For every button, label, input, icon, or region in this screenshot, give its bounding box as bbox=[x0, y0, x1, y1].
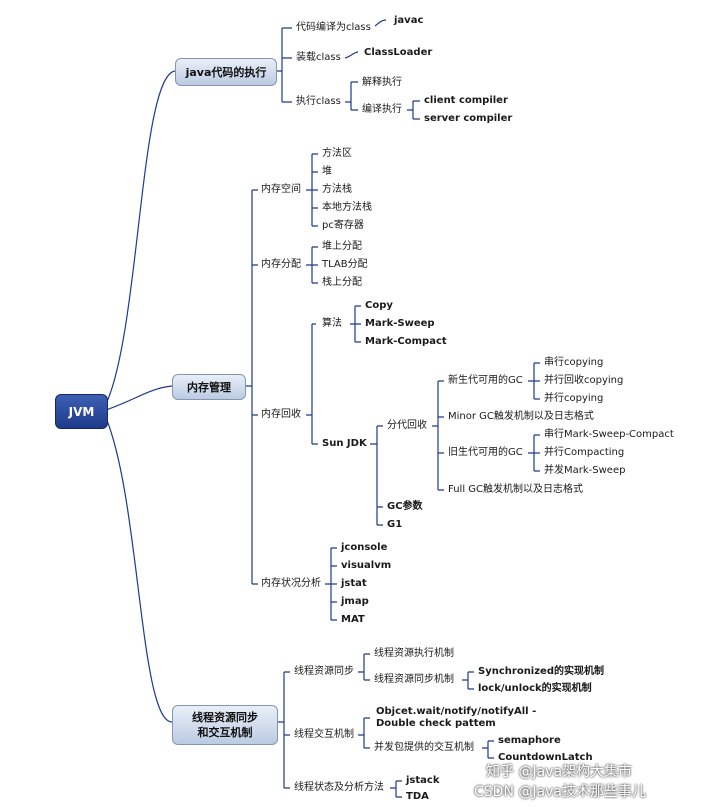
node-javac[interactable]: javac bbox=[394, 15, 424, 26]
edge-root-memory bbox=[105, 385, 173, 411]
node-pc-register[interactable]: pc寄存器 bbox=[322, 220, 364, 231]
node-semaphore[interactable]: semaphore bbox=[498, 735, 561, 746]
node-parallel-scavenge-copying[interactable]: 并行回收copying bbox=[544, 375, 624, 386]
edge-young-bracket bbox=[528, 362, 540, 400]
node-old-gc[interactable]: 旧生代可用的GC bbox=[448, 447, 523, 458]
edge-root-java bbox=[105, 70, 176, 405]
node-serial-copying[interactable]: 串行copying bbox=[544, 357, 604, 368]
node-g1[interactable]: G1 bbox=[387, 519, 403, 530]
node-minor-gc[interactable]: Minor GC触发机制以及日志格式 bbox=[448, 411, 594, 422]
edge-sync-bracket bbox=[358, 653, 370, 681]
edge-old-bracket bbox=[528, 434, 540, 472]
root-node[interactable]: JVM bbox=[55, 394, 108, 429]
node-wait-notify-line1[interactable]: Objcet.wait/notify/notifyAll - bbox=[376, 706, 537, 717]
node-mark-sweep[interactable]: Mark-Sweep bbox=[365, 318, 435, 329]
node-copy[interactable]: Copy bbox=[365, 300, 393, 311]
node-countdownlatch[interactable]: CountdownLatch bbox=[498, 752, 593, 763]
node-threads[interactable]: 线程资源同步 和交互机制 bbox=[172, 705, 278, 745]
edge-java-bracket bbox=[276, 27, 292, 103]
node-jmap[interactable]: jmap bbox=[341, 596, 369, 607]
node-parallel-copying[interactable]: 并行copying bbox=[544, 393, 604, 404]
node-gc-algo[interactable]: 算法 bbox=[322, 318, 342, 329]
node-parallel-compacting[interactable]: 并行Compacting bbox=[544, 447, 625, 458]
node-tlab-alloc[interactable]: TLAB分配 bbox=[322, 259, 368, 270]
node-native-stack[interactable]: 本地方法栈 bbox=[322, 202, 372, 213]
node-java-exec[interactable]: java代码的执行 bbox=[175, 58, 277, 86]
node-classloader[interactable]: ClassLoader bbox=[364, 47, 433, 58]
edge-gc-bracket bbox=[306, 323, 318, 445]
node-client-compiler[interactable]: client compiler bbox=[424, 95, 508, 106]
node-mat[interactable]: MAT bbox=[341, 614, 365, 625]
node-interpret[interactable]: 解释执行 bbox=[362, 77, 402, 88]
node-visualvm[interactable]: visualvm bbox=[341, 560, 392, 571]
node-jstack[interactable]: jstack bbox=[406, 775, 440, 786]
edge-mech-bracket bbox=[462, 671, 474, 690]
node-thread-interact[interactable]: 线程交互机制 bbox=[294, 729, 354, 740]
edge-space-bracket bbox=[306, 153, 318, 227]
node-concurrent-pkg[interactable]: 并发包提供的交互机制 bbox=[374, 742, 474, 753]
watermark-zhihu: 知乎 @Java架构大集市 bbox=[486, 764, 633, 780]
node-threads-line2: 和交互机制 bbox=[197, 726, 253, 739]
node-thread-exec[interactable]: 线程资源执行机制 bbox=[374, 648, 454, 659]
edge-alloc-bracket bbox=[306, 246, 318, 284]
node-jconsole[interactable]: jconsole bbox=[341, 542, 388, 553]
edge-threads-bracket bbox=[276, 671, 290, 789]
node-mark-compact[interactable]: Mark-Compact bbox=[365, 336, 447, 347]
node-young-gc[interactable]: 新生代可用的GC bbox=[448, 375, 523, 386]
node-synchronized[interactable]: Synchronized的实现机制 bbox=[478, 666, 604, 677]
edge-compile-exec-bracket bbox=[407, 100, 420, 120]
node-server-compiler[interactable]: server compiler bbox=[424, 113, 513, 124]
node-wait-notify-line2[interactable]: Double check pattem bbox=[376, 718, 496, 729]
node-gen-gc[interactable]: 分代回收 bbox=[387, 420, 427, 431]
node-stack-alloc[interactable]: 栈上分配 bbox=[322, 277, 362, 288]
edge-sunjdk-bracket bbox=[370, 425, 383, 526]
node-thread-status[interactable]: 线程状态及分析方法 bbox=[294, 782, 384, 793]
edge-compile-javac bbox=[374, 19, 387, 27]
edge-gen-bracket bbox=[432, 380, 444, 491]
node-threads-line1: 线程资源同步 bbox=[192, 711, 258, 724]
node-thread-sync[interactable]: 线程资源同步 bbox=[294, 666, 354, 677]
node-method-area[interactable]: 方法区 bbox=[322, 148, 352, 159]
node-jstat[interactable]: jstat bbox=[341, 578, 367, 589]
node-lock-unlock[interactable]: lock/unlock的实现机制 bbox=[478, 683, 592, 694]
node-method-stack[interactable]: 方法栈 bbox=[322, 184, 352, 195]
edge-inter-bracket bbox=[358, 717, 370, 749]
node-exec-class[interactable]: 执行class bbox=[296, 96, 341, 107]
node-memory-space[interactable]: 内存空间 bbox=[261, 184, 301, 195]
node-memory-gc[interactable]: 内存回收 bbox=[261, 409, 301, 420]
node-serial-msc[interactable]: 串行Mark-Sweep-Compact bbox=[544, 429, 674, 440]
watermark-csdn: CSDN @Java技术那些事儿 bbox=[474, 784, 646, 800]
node-heap[interactable]: 堆 bbox=[322, 166, 332, 177]
node-compile-class[interactable]: 代码编译为class bbox=[296, 22, 371, 33]
edge-memory-bracket bbox=[244, 189, 258, 585]
edge-concurrent-bracket bbox=[482, 740, 494, 759]
node-gc-params[interactable]: GC参数 bbox=[387, 501, 423, 512]
node-thread-sync-mech[interactable]: 线程资源同步机制 bbox=[374, 674, 454, 685]
edge-algo-bracket bbox=[350, 305, 361, 343]
node-memory[interactable]: 内存管理 bbox=[172, 374, 246, 400]
node-memory-alloc[interactable]: 内存分配 bbox=[261, 259, 301, 270]
node-full-gc[interactable]: Full GC触发机制以及日志格式 bbox=[448, 484, 584, 495]
node-tda[interactable]: TDA bbox=[406, 791, 429, 802]
edge-root-threads bbox=[105, 417, 173, 723]
edge-status-bracket bbox=[390, 780, 402, 798]
node-heap-alloc[interactable]: 堆上分配 bbox=[322, 241, 362, 252]
edge-tools-bracket bbox=[325, 547, 337, 621]
node-sun-jdk[interactable]: Sun JDK bbox=[322, 438, 367, 449]
node-load-class[interactable]: 装载class bbox=[296, 52, 341, 63]
node-memory-tools[interactable]: 内存状况分析 bbox=[261, 578, 321, 589]
edge-exec-bracket bbox=[345, 81, 358, 111]
node-cms[interactable]: 并发Mark-Sweep bbox=[544, 465, 626, 476]
edge-load-classloader bbox=[344, 51, 359, 59]
node-compile-exec[interactable]: 编译执行 bbox=[362, 104, 402, 115]
